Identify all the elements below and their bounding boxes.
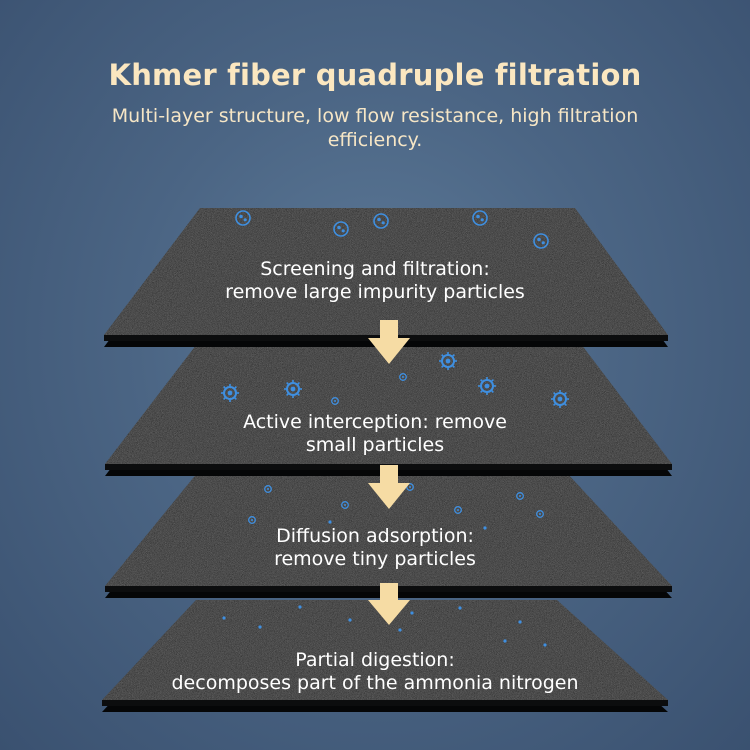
down-arrow-icon [368, 465, 410, 509]
layer-4-label-line2: decomposes part of the ammonia nitrogen [171, 672, 579, 694]
layer-4-label-line1: Partial digestion: [295, 649, 455, 671]
layer-1-label: Screening and filtration: remove large i… [100, 258, 650, 304]
layer-1-label-line1: Screening and filtration: [260, 258, 490, 280]
page-title: Khmer fiber quadruple filtration [108, 58, 642, 92]
layer-3-label-line1: Diffusion adsorption: [276, 525, 474, 547]
page-subtitle: Multi-layer structure, low flow resistan… [111, 105, 639, 151]
layer-4-label: Partial digestion: decomposes part of th… [100, 649, 650, 695]
layer-2-label-line1: Active interception: remove [243, 411, 507, 433]
filter-layer-4 [102, 600, 668, 712]
layer-1-label-line2: remove large impurity particles [225, 281, 525, 303]
layer-3-label-line2: remove tiny particles [274, 548, 476, 570]
down-arrow-icon [368, 320, 410, 364]
filter-layer-3 [105, 472, 672, 598]
filter-layer-1 [104, 208, 668, 347]
layer-2-label: Active interception: remove small partic… [100, 411, 650, 457]
layer-2-label-line2: small particles [305, 434, 445, 456]
filter-layer-2 [105, 340, 672, 476]
down-arrow-icon [368, 583, 410, 625]
layer-3-label: Diffusion adsorption: remove tiny partic… [100, 525, 650, 571]
